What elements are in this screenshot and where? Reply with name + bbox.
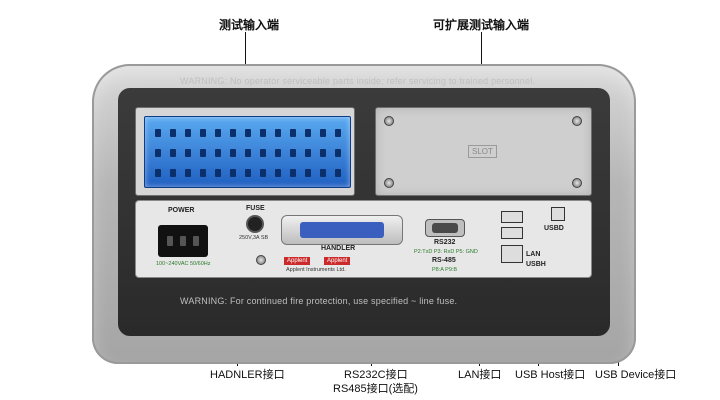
terminal-pin [170,129,176,137]
rs232-db9 [432,223,458,233]
callout-test-input: 测试输入端 [219,18,280,32]
warning-bottom: WARNING: For continued fire protection, … [180,296,458,306]
terminal-pin [275,169,281,177]
terminal-pin [305,149,311,157]
terminal-pin [230,149,236,157]
handler-screw-icon [256,255,266,265]
io-plate: POWER 100~240VAC 50/60Hz FUSE 250V,3A SB… [135,200,592,278]
terminal-pin [260,169,266,177]
terminal-pin [275,129,281,137]
terminal-pin [155,169,161,177]
terminal-pin [215,129,221,137]
slot-label: SLOT [468,145,497,158]
callout-lan-port: LAN接口 [458,369,502,381]
screw-icon [572,178,582,188]
terminal-pin [305,129,311,137]
terminal-pin [230,169,236,177]
callout-handler-port: HADNLER接口 [210,369,285,381]
voltage-label: 100~240VAC 50/60Hz [156,261,211,267]
test-input-terminal[interactable] [144,116,351,188]
terminal-pin [260,129,266,137]
terminal-pin [320,169,326,177]
screw-icon [572,116,582,126]
fuse-rating: 250V,3A SB [239,235,269,241]
screw-icon [384,116,394,126]
terminal-pin [290,169,296,177]
fuse-label: FUSE [246,205,265,212]
terminal-pin [245,129,251,137]
callout-usb-device-port: USB Device接口 [595,369,677,381]
power-pin [167,236,173,246]
terminal-pin [185,169,191,177]
terminal-pin [155,149,161,157]
terminal-pin [185,149,191,157]
callout-usb-host-port: USB Host接口 [515,369,586,381]
terminal-pin [290,129,296,137]
terminal-pin [260,149,266,157]
terminal-pin [335,169,341,177]
brand-logo: Applent [324,257,351,265]
handler-connector-pins [300,222,384,238]
terminal-pin [200,149,206,157]
handler-label: HANDLER [321,245,356,252]
callout-expand-input: 可扩展测试输入端 [433,18,530,32]
terminal-pin [170,149,176,157]
rs232-pins: P2:TxD P3: RxD P5: GND [414,249,478,255]
lan-label: LAN [526,251,541,258]
lan-port[interactable] [501,245,523,263]
terminal-pin [305,169,311,177]
handler-connector[interactable] [281,215,403,245]
terminal-pin [320,129,326,137]
terminal-pin [200,129,206,137]
power-label: POWER [168,207,195,214]
callout-rs485-port: RS485接口(选配) [333,383,418,395]
instrument-rear-panel: WARNING: No operator serviceable parts i… [92,64,636,364]
terminal-pin [215,169,221,177]
usb-host-port-2[interactable] [501,227,523,239]
terminal-pin [215,149,221,157]
terminal-pin [155,129,161,137]
company-label: Applent Instruments Ltd. [286,267,346,273]
terminal-pin [230,129,236,137]
expansion-slot[interactable]: SLOT [375,107,592,196]
terminal-pin [290,149,296,157]
terminal-pin [335,149,341,157]
terminal-pin [245,149,251,157]
warning-top: WARNING: No operator serviceable parts i… [180,76,536,86]
terminal-pin [320,149,326,157]
terminal-pin [185,129,191,137]
rs232-connector[interactable] [425,219,465,237]
terminal-pin [200,169,206,177]
rs232-label: RS232 [434,239,456,246]
usbd-label: USBD [544,225,564,232]
usbh-label: USBH [526,261,546,268]
power-pin [180,236,186,246]
power-pin [193,236,199,246]
fuse-holder[interactable] [246,215,264,233]
terminal-pin [170,169,176,177]
terminal-pin [335,129,341,137]
callout-rs232-port: RS232C接口 [344,369,408,381]
terminal-pin [275,149,281,157]
terminal-pin [245,169,251,177]
screw-icon [384,178,394,188]
brand-logo: Applent [284,257,311,265]
rs485-pins: P8:A P9:B [432,267,458,273]
test-input-slot [135,107,355,196]
power-socket[interactable] [158,225,208,257]
usb-host-port-1[interactable] [501,211,523,223]
usb-device-port[interactable] [551,207,565,221]
rs485-label: RS-485 [432,257,456,264]
